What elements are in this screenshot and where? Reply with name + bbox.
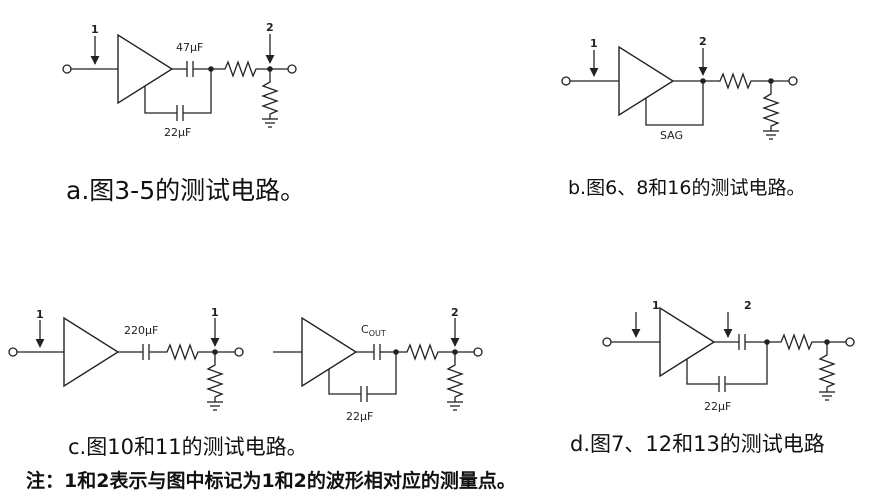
coupling-capacitor [738,334,746,350]
output-capacitor [373,344,381,360]
output-terminal [234,347,244,357]
probe-label-2: 2 [699,35,707,48]
circuit-c-right: COUT 2 22µF c.图10和11的测试电路。 [68,306,483,459]
sag-feedback-wire [645,81,704,126]
probe-label-output: 1 [211,306,219,319]
load-resistor [762,81,780,131]
caption-c: c.图10和11的测试电路。 [68,435,308,459]
ground-symbol [819,391,835,401]
feedback-capacitor-label: 22µF [164,126,191,139]
output-terminal [287,64,297,74]
cout-label-sub: OUT [369,329,386,338]
circuit-a: 1 47µF 2 22µF a.图3-5的测试电路。 [62,21,305,205]
feedback-capacitor [176,105,184,121]
probe-label-2: 2 [744,299,752,312]
caption-a: a.图3-5的测试电路。 [66,176,305,205]
feedback-capacitor [718,376,726,392]
series-resistor [396,343,455,361]
feedback-capacitor-label: 22µF [346,410,373,423]
feedback-capacitor-label: 22µF [704,400,731,413]
probe-label-2: 2 [451,306,459,319]
series-resistor [211,60,270,78]
caption-d: d.图7、12和13的测试电路 [570,432,825,456]
load-resistor [446,352,464,402]
cout-label-main: C [361,323,369,336]
series-resistor [703,72,771,90]
input-terminal [8,347,18,357]
output-terminal [788,76,798,86]
load-resistor [818,342,836,392]
probe-label-2: 2 [266,21,274,34]
capacitor-label: 47µF [176,41,203,54]
ground-symbol [262,118,278,128]
probe-label-1: 1 [590,37,598,50]
cout-label: COUT [361,323,386,338]
sag-label: SAG [660,129,683,142]
circuit-c-left: 1 220µF 1 [8,306,244,411]
coupling-capacitor [142,344,150,360]
feedback-wire [328,369,361,395]
ground-symbol [763,130,779,140]
probe-label-1: 1 [36,308,44,321]
capacitor-label: 220µF [124,324,158,337]
coupling-capacitor [186,61,194,77]
load-resistor [206,352,224,402]
ground-symbol [447,401,463,411]
footnote: 注：1和2表示与图中标记为1和2的波形相对应的测量点。 [26,469,516,492]
series-resistor [149,343,215,361]
feedback-capacitor [360,386,368,402]
amplifier-symbol [63,316,120,388]
probe-label-1: 1 [91,23,99,36]
load-resistor [261,69,279,119]
feedback-wire [686,359,719,385]
caption-b: b.图6、8和16的测试电路。 [568,177,805,199]
ground-symbol [207,401,223,411]
output-terminal [845,337,855,347]
feedback-wire [144,86,177,114]
input-terminal [561,76,571,86]
circuit-b: 1 2 SAG b.图6、8和16的测试电路。 [561,35,805,199]
input-terminal [62,64,72,74]
output-terminal [473,347,483,357]
series-resistor [767,333,827,351]
probe-label-1: 1 [652,299,660,312]
input-terminal [602,337,612,347]
circuit-d: 1 2 22µF d.图7、12和13的测试电路 [570,299,855,456]
